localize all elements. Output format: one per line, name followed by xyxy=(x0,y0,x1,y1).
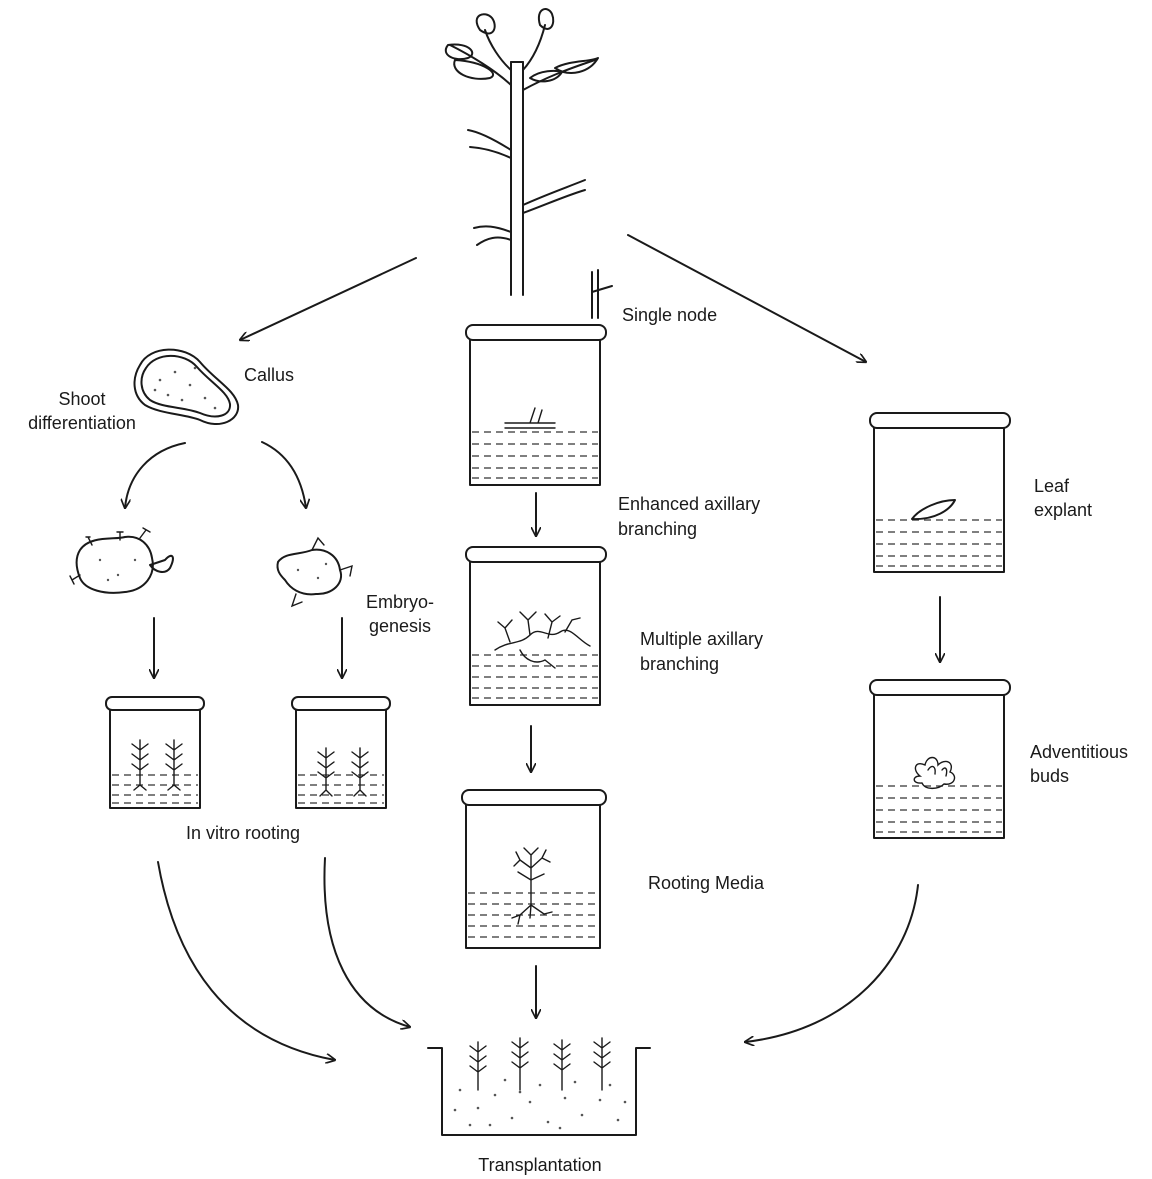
plant-to-callus-arrow xyxy=(240,257,417,340)
in-vitro-rooting-label: In vitro rooting xyxy=(186,823,301,843)
leaf-explant-vessel xyxy=(869,412,1011,573)
rooting-vessel-1 xyxy=(105,696,205,809)
leaf-explant-label-2: explant xyxy=(1034,500,1093,520)
callus-mass xyxy=(133,348,240,425)
shoot-callus xyxy=(69,527,174,594)
rooting-media-vessel xyxy=(461,789,607,949)
multiple-axillary-label-1: Multiple axillary xyxy=(640,629,764,649)
mother-plant xyxy=(444,8,613,319)
shoot-differentiation-label-2: differentiation xyxy=(28,413,136,433)
transplantation-tray xyxy=(427,1037,651,1136)
rooting-vessel-2 xyxy=(291,696,391,809)
embryogenesis-label-1: Embryo- xyxy=(365,592,434,612)
adventitious-buds-label-1: Adventitious xyxy=(1030,742,1129,762)
axillary-branching-vessel xyxy=(465,546,607,706)
callus-label: Callus xyxy=(244,365,295,385)
single-node-vessel xyxy=(465,324,607,486)
leaf-explant-label-1: Leaf xyxy=(1034,476,1070,496)
left-arrows-to-rooting xyxy=(154,617,342,679)
adventitious-buds-vessel xyxy=(869,679,1011,839)
adventitious-buds-label-2: buds xyxy=(1030,766,1070,786)
embryogenic-callus xyxy=(276,536,353,608)
multiple-axillary-label-2: branching xyxy=(640,654,720,674)
single-node-label: Single node xyxy=(622,305,718,325)
embryogenesis-label-2: genesis xyxy=(368,616,432,636)
plant-to-leaf-arrow xyxy=(627,234,866,362)
transplant-arrows xyxy=(157,857,919,1060)
transplantation-label: Transplantation xyxy=(478,1155,602,1175)
shoot-differentiation-label-1: Shoot xyxy=(58,389,106,409)
enhanced-axillary-label-2: branching xyxy=(618,519,698,539)
callus-split-arrows xyxy=(125,441,306,508)
rooting-media-label: Rooting Media xyxy=(648,873,765,893)
enhanced-axillary-label-1: Enhanced axillary xyxy=(618,494,761,514)
